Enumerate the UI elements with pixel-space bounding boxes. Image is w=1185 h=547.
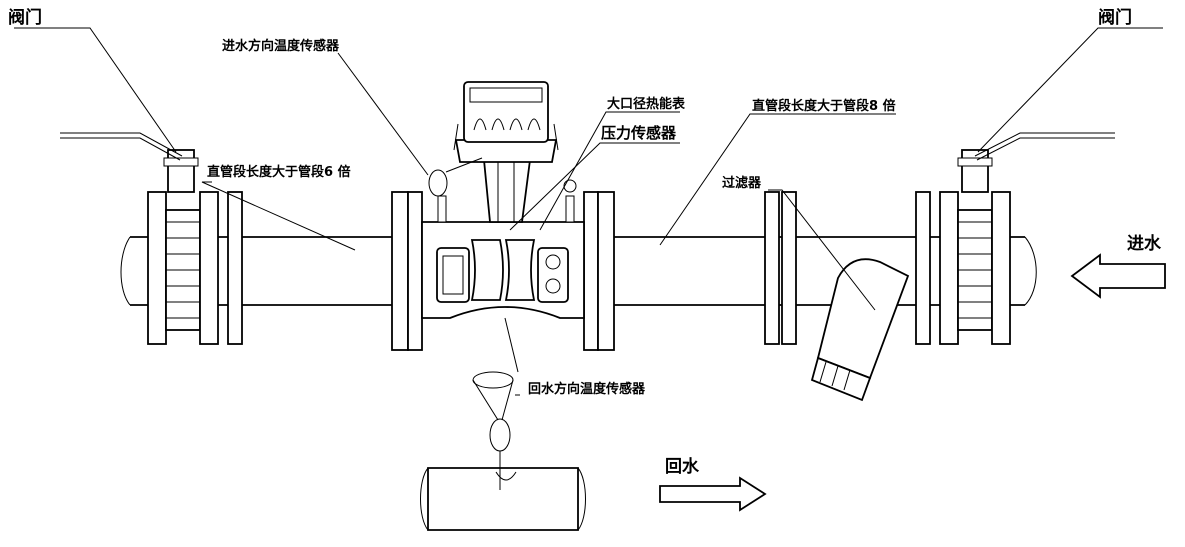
filter-flanges (764, 191, 797, 345)
label-return-water: 回水 (665, 456, 700, 477)
label-pressure-sensor: 压力传感器 (601, 124, 677, 142)
label-inlet: 进水 (1127, 233, 1162, 254)
label-return-temp-sensor: 回水方向温度传感器 (528, 381, 646, 397)
right-valve (915, 132, 1115, 345)
y-filter (810, 258, 910, 402)
label-heat-meter: 大口径热能表 (607, 96, 686, 112)
label-inlet-temp-sensor: 进水方向温度传感器 (222, 38, 340, 54)
label-valve-right: 阀门 (1098, 7, 1132, 28)
label-straight-left: 直管段长度大于管段6 倍 (207, 164, 351, 180)
return-pipe (420, 317, 586, 531)
return-arrow-icon (659, 476, 767, 512)
leader-lines (14, 27, 1163, 396)
label-filter: 过滤器 (722, 175, 762, 191)
label-valve-left: 阀门 (8, 7, 42, 28)
flow-arrows (659, 253, 1166, 512)
label-straight-right: 直管段长度大于管段8 倍 (752, 98, 896, 114)
heat-meter (391, 81, 615, 351)
left-valve (60, 132, 243, 345)
inlet-arrow-icon (1070, 253, 1166, 299)
